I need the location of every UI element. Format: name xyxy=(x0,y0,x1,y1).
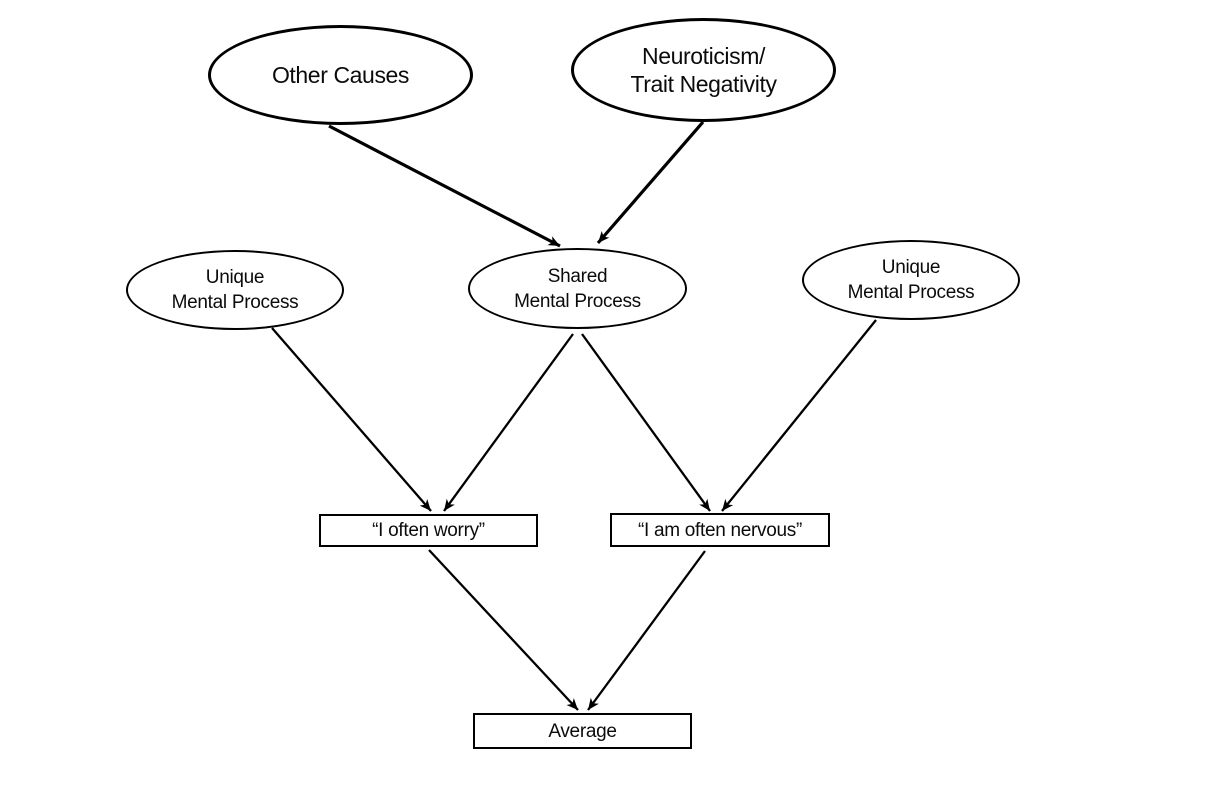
edge-shared-to-item-nervous xyxy=(581,333,711,512)
node-other-causes: Other Causes xyxy=(208,25,473,125)
node-neuroticism-trait-negativity: Neuroticism/ Trait Negativity xyxy=(571,18,836,122)
edge-neuroticism-to-shared xyxy=(596,120,705,245)
node-shared-label: Shared Mental Process xyxy=(514,265,641,312)
node-other-causes-label: Other Causes xyxy=(271,62,410,88)
node-item-nervous-label: “I am often nervous” xyxy=(637,519,803,541)
node-item-i-am-often-nervous: “I am often nervous” xyxy=(610,513,830,547)
edge-unique-left-to-item-worry xyxy=(271,327,432,512)
edge-shared-to-item-worry xyxy=(443,333,574,512)
node-shared-mental-process: Shared Mental Process xyxy=(468,248,687,329)
edge-other-causes-to-shared xyxy=(328,124,561,248)
edge-item-nervous-to-average xyxy=(587,550,706,711)
edge-unique-right-to-item-nervous xyxy=(721,319,877,512)
node-neuroticism-label: Neuroticism/ Trait Negativity xyxy=(630,43,777,97)
edge-item-worry-to-average xyxy=(428,549,579,711)
node-average: Average xyxy=(473,713,692,749)
node-unique-mental-process-left: Unique Mental Process xyxy=(126,250,344,330)
node-item-worry-label: “I often worry” xyxy=(372,520,485,541)
node-item-i-often-worry: “I often worry” xyxy=(319,514,538,547)
node-unique-right-label: Unique Mental Process xyxy=(847,257,975,303)
node-unique-mental-process-right: Unique Mental Process xyxy=(802,240,1020,320)
node-unique-left-label: Unique Mental Process xyxy=(171,267,299,313)
node-average-label: Average xyxy=(548,720,617,742)
